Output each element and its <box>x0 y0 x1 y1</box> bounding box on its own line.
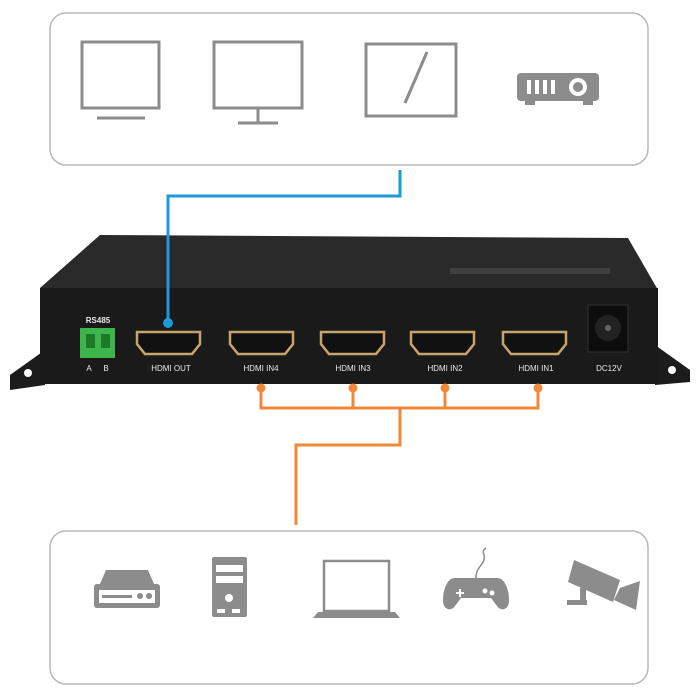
port-label-hdmi-in1: HDMI IN1 <box>518 364 554 373</box>
display-devices-panel <box>49 12 649 166</box>
dc-power-jack <box>587 304 629 353</box>
monitor-icon <box>80 40 161 120</box>
port-label-hdmi-in3: HDMI IN3 <box>335 364 371 373</box>
source-devices-panel <box>49 530 649 685</box>
gamepad-icon <box>443 547 509 610</box>
rs485-label: RS485 <box>86 316 111 325</box>
cctv-camera-icon <box>567 560 640 610</box>
hdmi-out-port <box>135 330 202 356</box>
rs485-a-label: A <box>86 364 92 373</box>
hdmi-in2-port <box>409 330 476 356</box>
port-label-hdmi-out: HDMI OUT <box>151 364 191 373</box>
pc-tower-icon <box>212 557 247 617</box>
hdmi-in1-port <box>501 330 568 356</box>
rs485-b-label: B <box>103 364 108 373</box>
projector-icon <box>517 73 599 105</box>
tablet-screen-icon <box>364 42 458 118</box>
hdmi-output-connection <box>163 170 402 328</box>
dvr-icon <box>94 570 160 608</box>
hdmi-in4-port <box>228 330 295 356</box>
power-label: DC12V <box>596 364 622 373</box>
mirrored-top-label <box>450 268 610 274</box>
hdmi-input-connections <box>256 383 543 525</box>
desktop-monitor-icon <box>212 40 304 125</box>
laptop-icon <box>313 559 400 618</box>
hdmi-switch-device: RS485 A B HDMI OUT HDMI IN4 HDMI IN3 HDM… <box>10 235 690 390</box>
right-mount-flange <box>655 345 690 385</box>
port-label-hdmi-in4: HDMI IN4 <box>243 364 279 373</box>
port-label-hdmi-in2: HDMI IN2 <box>427 364 463 373</box>
hdmi-in3-port <box>319 330 386 356</box>
rs485-terminal <box>80 328 115 358</box>
